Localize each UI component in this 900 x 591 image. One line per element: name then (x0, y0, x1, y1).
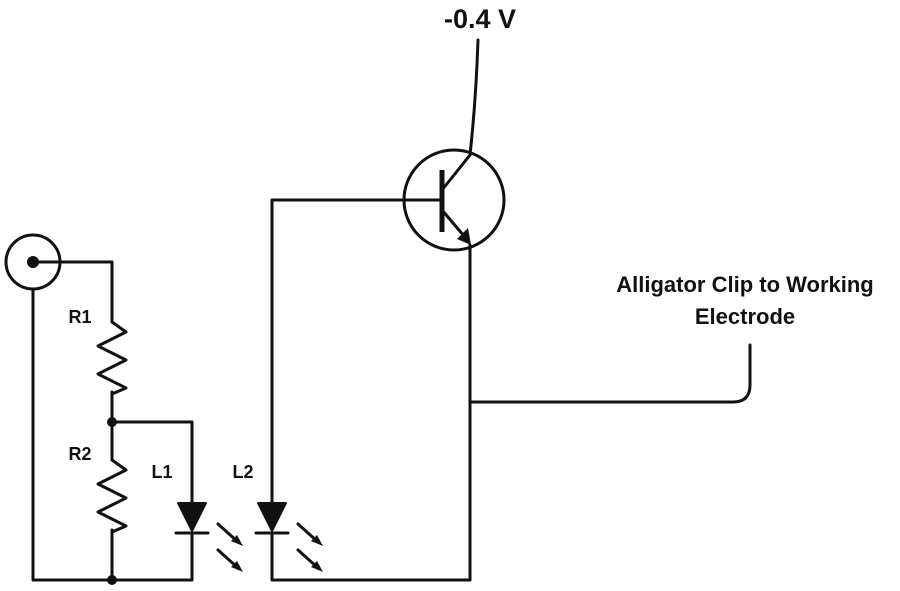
wire-base-to-l2 (270, 198, 442, 505)
resistor-r2 (96, 458, 128, 534)
resistor-r1 (96, 320, 128, 396)
junction-dot-bottom (107, 575, 117, 585)
wire-l2-to-emitter (270, 243, 472, 582)
transistor-emitter (440, 208, 466, 238)
clip-label-line2: Electrode (695, 304, 795, 329)
r2-label: R2 (68, 444, 91, 464)
led-l2-triangle (257, 502, 287, 532)
transistor-collector (440, 153, 472, 192)
clip-label-line1: Alligator Clip to Working (616, 272, 873, 297)
led-l1 (174, 502, 243, 572)
wire-collector-to-voltage (468, 38, 480, 157)
transistor-emitter-arrow (457, 228, 471, 245)
r1-label: R1 (68, 307, 91, 327)
led-l2 (254, 502, 323, 572)
wire-jack-to-r1 (31, 260, 114, 324)
voltage-label: -0.4 V (444, 4, 516, 34)
led-l2-arrowhead-lower (311, 561, 323, 572)
transistor (402, 148, 506, 252)
led-l1-arrowhead-lower (231, 561, 243, 572)
led-l1-arrowhead-upper (231, 535, 243, 546)
l2-label: L2 (232, 462, 253, 482)
led-l2-arrowhead-upper (311, 535, 323, 546)
junction-dot-r1-r2 (107, 417, 117, 427)
l1-label: L1 (151, 462, 172, 482)
transistor-body (402, 148, 506, 252)
wire-r1-r2-to-l1 (110, 390, 194, 505)
wire-clip (468, 343, 752, 404)
led-l1-triangle (177, 502, 207, 532)
